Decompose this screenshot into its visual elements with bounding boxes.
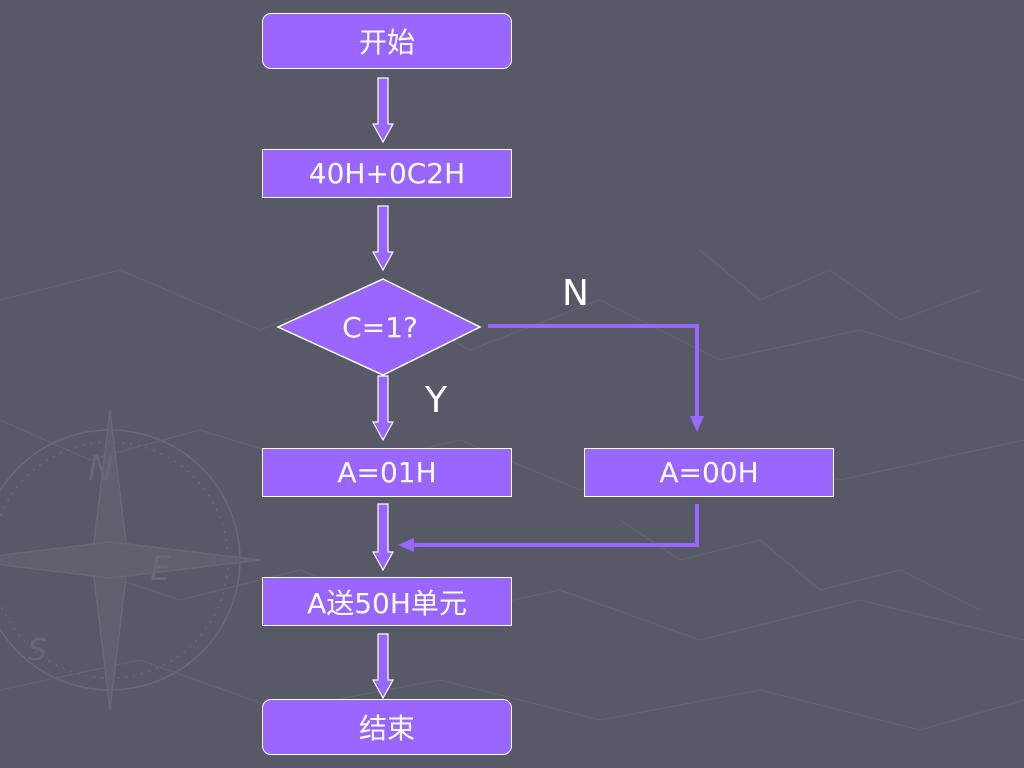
compass-rose-icon: N E S xyxy=(0,409,261,711)
decision-label: C=1? xyxy=(342,310,418,344)
connector-no-branch xyxy=(488,324,699,420)
svg-text:E: E xyxy=(150,549,172,589)
start-node: 开始 xyxy=(262,13,512,69)
arrow-start-to-add xyxy=(371,77,395,144)
arrow-decision-to-yes xyxy=(371,375,395,442)
decision-diamond xyxy=(276,278,482,376)
end-node: 结束 xyxy=(262,699,512,755)
arrowhead-merge xyxy=(398,538,414,552)
add-step-node: 40H+0C2H xyxy=(262,149,512,198)
no-step-node: A=00H xyxy=(584,448,834,497)
arrow-yes-to-store xyxy=(371,503,395,572)
no-branch-label: N xyxy=(562,273,589,314)
yes-step-node: A=01H xyxy=(262,448,512,497)
svg-text:S: S xyxy=(28,633,47,668)
store-step-node: A送50H单元 xyxy=(262,577,512,626)
svg-text:N: N xyxy=(88,449,113,489)
connector-merge xyxy=(412,504,699,547)
yes-branch-label: Y xyxy=(425,380,447,421)
arrow-add-to-decision xyxy=(371,205,395,272)
arrowhead-no-branch xyxy=(690,416,704,432)
arrow-store-to-end xyxy=(371,633,395,700)
